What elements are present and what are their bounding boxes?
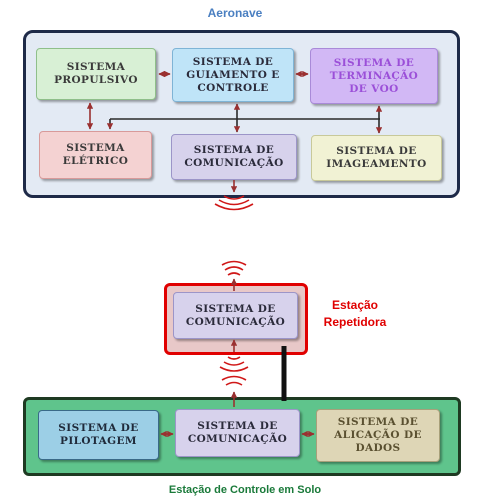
ground-station-title: Estação de Controle em Solo <box>168 484 322 496</box>
aircraft-communication-system-box: SISTEMA DE COMUNICAÇÃO <box>171 134 297 180</box>
aircraft-title: Aeronave <box>207 6 263 20</box>
relay-bottom-signal-waves <box>219 356 249 386</box>
flight-termination-system-box: SISTEMA DE TERMINAÇÃO DE VOO <box>310 48 438 104</box>
relay-top-signal-waves <box>221 260 247 276</box>
aircraft-signal-waves <box>214 195 254 211</box>
piloting-system-box: SISTEMA DE PILOTAGEM <box>38 410 159 460</box>
relay-communication-system-box: SISTEMA DE COMUNICAÇÃO <box>173 292 298 339</box>
guidance-control-system-box: SISTEMA DE GUIAMENTO E CONTROLE <box>172 48 294 102</box>
propulsion-system-box: SISTEMA PROPULSIVO <box>36 48 156 100</box>
imaging-system-box: SISTEMA DE IMAGEAMENTO <box>311 135 442 181</box>
relay-station-title: Estação Repetidora <box>323 298 387 329</box>
ground-communication-system-box: SISTEMA DE COMUNICAÇÃO <box>175 409 300 457</box>
electrical-system-box: SISTEMA ELÉTRICO <box>39 131 152 179</box>
data-application-system-box: SISTEMA DE ALICAÇÃO DE DADOS <box>316 409 440 462</box>
